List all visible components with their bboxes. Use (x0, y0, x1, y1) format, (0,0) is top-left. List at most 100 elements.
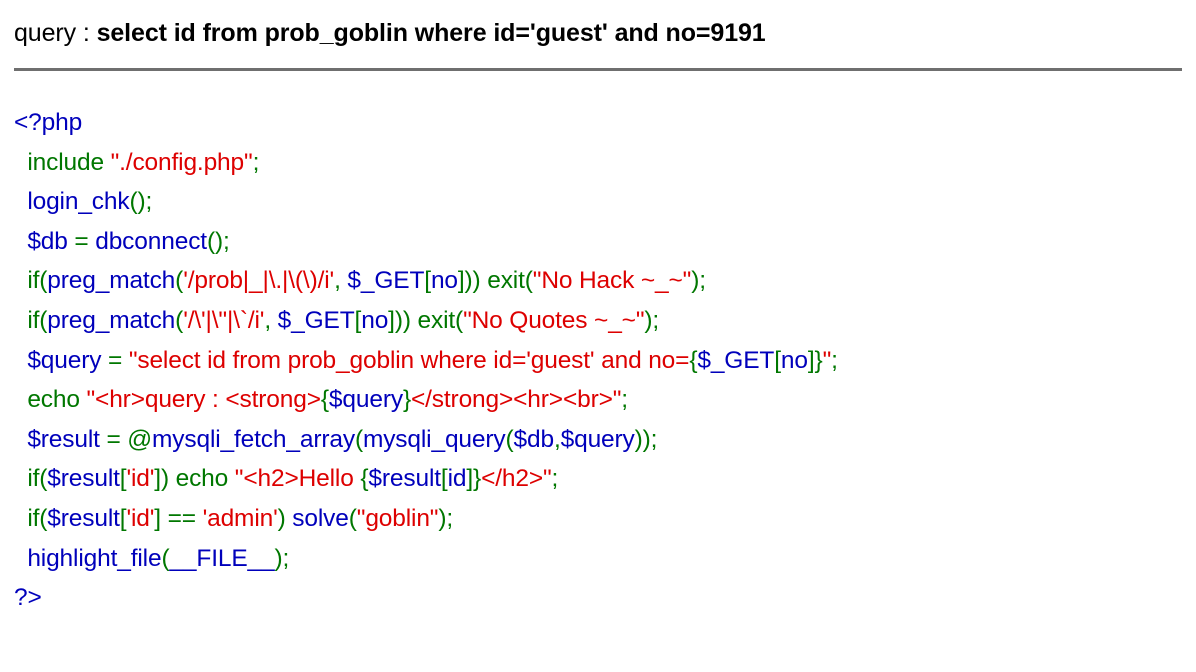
code-token: ?> (14, 584, 42, 612)
code-token: [ (354, 306, 362, 334)
code-token: "No Hack ~_~" (532, 267, 692, 295)
code-token: "<h2>Hello (234, 465, 361, 493)
line-highlight-file: highlight_file(__FILE__); (14, 539, 1182, 579)
code-token: $result (14, 425, 107, 453)
code-token: = (107, 346, 129, 374)
code-token: $db (513, 425, 555, 453)
code-token: include (27, 148, 111, 176)
code-token: if( (14, 504, 48, 532)
code-token: ]) echo (154, 465, 235, 493)
code-token: exit( (487, 267, 533, 295)
code-token: 'id' (126, 504, 155, 532)
code-token: { (360, 465, 369, 493)
code-token: } (402, 386, 411, 414)
code-token: if( (14, 465, 48, 493)
code-token: ); (438, 504, 454, 532)
code-token: preg_match (47, 306, 176, 334)
code-token: no (780, 346, 808, 374)
line-preg-no-quotes: if(preg_match('/\'|\"|\`/i', $_GET[no]))… (14, 301, 1182, 341)
code-token: ); (274, 544, 290, 572)
code-token: $_GET (347, 267, 425, 295)
line-close-tag: ?> (14, 578, 1182, 618)
code-token: { (320, 386, 329, 414)
code-token: ( (175, 306, 184, 334)
code-token: , (553, 425, 561, 453)
code-token: [ (774, 346, 781, 374)
code-token: $_GET (277, 306, 355, 334)
code-token: exit( (417, 306, 464, 334)
code-token: ( (505, 425, 514, 453)
code-token: 'admin' (202, 504, 278, 532)
line-if-hello: if($result['id']) echo "<h2>Hello {$resu… (14, 459, 1182, 499)
query-label: query : (14, 19, 97, 47)
code-token: )); (634, 425, 658, 453)
query-value: select id from prob_goblin where id='gue… (96, 19, 766, 47)
code-token: ])) (388, 306, 418, 334)
code-token: ( (175, 267, 184, 295)
line-db-connect: $db = dbconnect(); (14, 222, 1182, 262)
code-token: login_chk (14, 188, 130, 216)
code-token: echo (14, 386, 87, 414)
code-token: if( (14, 306, 48, 334)
code-token: ( (161, 544, 170, 572)
line-if-admin-solve: if($result['id'] == 'admin') solve("gobl… (14, 499, 1182, 539)
code-token: (); (206, 227, 230, 255)
code-token: if( (14, 267, 48, 295)
code-token: solve (292, 504, 349, 532)
line-query-assign: $query = "select id from prob_goblin whe… (14, 341, 1182, 381)
line-include: include "./config.php"; (14, 143, 1182, 183)
code-token: ]} (807, 346, 823, 374)
code-token: " (822, 346, 832, 374)
code-token: ] == (154, 504, 203, 532)
code-token: = (74, 227, 96, 255)
code-token: $query (328, 386, 403, 414)
code-token: (); (129, 188, 153, 216)
code-token: ; (252, 148, 260, 176)
code-token: id (447, 465, 467, 493)
code-token: ( (348, 504, 357, 532)
code-token: ); (691, 267, 706, 295)
code-token: </strong><hr><br>" (410, 386, 622, 414)
code-token: "<hr>query : <strong> (86, 386, 322, 414)
code-token: $result (368, 465, 441, 493)
code-token: [ (424, 267, 431, 295)
code-token: "select id from prob_goblin where id='gu… (128, 346, 690, 374)
line-login-chk: login_chk(); (14, 182, 1182, 222)
code-token: highlight_file (14, 544, 162, 572)
query-echo-line: query : select id from prob_goblin where… (14, 0, 1182, 48)
code-token: $_GET (697, 346, 775, 374)
code-token: $db (14, 227, 75, 255)
code-token: { (689, 346, 698, 374)
code-token: $query (560, 425, 635, 453)
code-token: '/prob|_|\.|\(\)/i' (183, 267, 335, 295)
code-token: = @ (106, 425, 153, 453)
code-token: </h2>" (481, 465, 552, 493)
line-preg-no-hack: if(preg_match('/prob|_|\.|\(\)/i', $_GET… (14, 261, 1182, 301)
code-token: ; (831, 346, 838, 374)
code-token: , (334, 267, 348, 295)
code-token: preg_match (47, 267, 176, 295)
code-token: [ (119, 504, 127, 532)
line-open-tag: <?php (14, 103, 1182, 143)
code-token: $result (47, 504, 120, 532)
horizontal-rule-top (14, 68, 1182, 71)
code-token: ( (354, 425, 363, 453)
line-result-fetch: $result = @mysqli_fetch_array(mysqli_que… (14, 420, 1182, 460)
code-token: mysqli_query (362, 425, 506, 453)
code-token: __FILE__ (169, 544, 275, 572)
code-token: [ (119, 465, 127, 493)
code-token: mysqli_fetch_array (152, 425, 355, 453)
php-source-code: <?php include "./config.php"; login_chk(… (14, 103, 1182, 618)
code-token: $query (14, 346, 108, 374)
code-token: <?php (14, 109, 83, 136)
code-token: $result (47, 465, 120, 493)
code-token: ])) (457, 267, 488, 295)
code-token: dbconnect (95, 227, 207, 255)
code-token: ; (551, 465, 559, 493)
line-echo-query: echo "<hr>query : <strong>{$query}</stro… (14, 380, 1182, 420)
code-token: , (264, 306, 278, 334)
code-token: '/\'|\"|\`/i' (183, 306, 265, 334)
code-token: no (430, 267, 458, 295)
code-token: ) (277, 504, 293, 532)
